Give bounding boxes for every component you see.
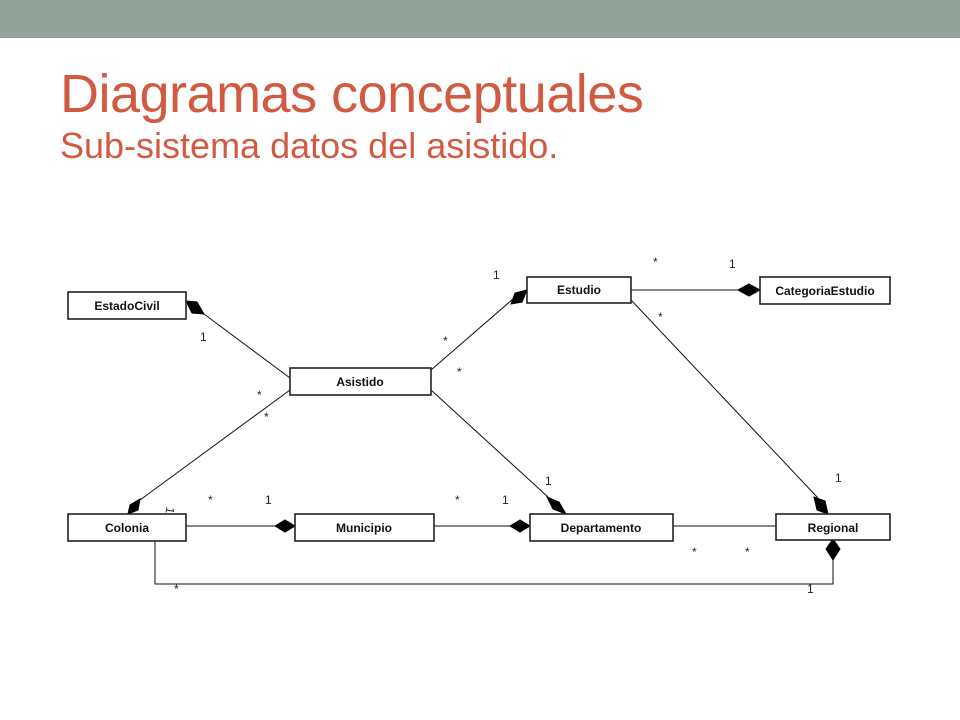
- multiplicity-label: *: [443, 334, 448, 348]
- multiplicity-label: *: [457, 365, 462, 379]
- class-departamento-label: Departamento: [561, 521, 642, 535]
- diamond-regional-estudio-icon: [813, 496, 829, 515]
- diamond-municipio-icon: [274, 519, 296, 533]
- multiplicity-label: *: [208, 493, 213, 507]
- class-regional: Regional: [775, 513, 891, 541]
- multiplicity-label: *: [257, 388, 262, 402]
- connector-asistido-departamento: [430, 389, 549, 498]
- page-title: Diagramas conceptuales: [60, 64, 644, 124]
- multiplicity-label: *: [455, 493, 460, 507]
- multiplicity-label: *: [745, 545, 750, 559]
- class-municipio-label: Municipio: [336, 521, 392, 535]
- multiplicity-label: *: [174, 582, 179, 596]
- diamond-departamento-icon: [509, 519, 531, 533]
- diamond-regional-colonia-icon: [825, 538, 841, 561]
- title-block: Diagramas conceptuales Sub-sistema datos…: [60, 64, 644, 168]
- connector-colonia-regional: [154, 540, 834, 585]
- class-municipio: Municipio: [294, 513, 435, 542]
- class-asistido: Asistido: [289, 367, 432, 396]
- diamond-estudio-asistido-icon: [510, 289, 528, 305]
- multiplicity-label: 1: [835, 471, 842, 485]
- class-categoriaestudio: CategoriaEstudio: [759, 276, 891, 305]
- multiplicity-label: 1: [265, 493, 272, 507]
- connectors: [139, 289, 834, 585]
- page-subtitle: Sub-sistema datos del asistido.: [60, 125, 559, 166]
- class-colonia-label: Colonia: [105, 521, 149, 535]
- multiplicity-label: *: [653, 255, 658, 269]
- diamond-estadocivil-icon: [185, 300, 205, 315]
- connector-asistido-colonia: [139, 389, 291, 501]
- class-colonia: Colonia: [67, 513, 187, 542]
- multiplicity-label: 1: [162, 506, 177, 515]
- class-categoria-label: CategoriaEstudio: [775, 284, 874, 298]
- connector-estadocivil-asistido: [203, 313, 291, 379]
- class-estudio-label: Estudio: [557, 283, 601, 297]
- multiplicity-label: *: [658, 310, 663, 324]
- multiplicity-labels: 1 * 1 * * 1 * * * 1 1 * 1 * 1 1 * * * 1: [162, 255, 842, 596]
- multiplicity-label: *: [692, 545, 697, 559]
- diamond-colonia-icon: [127, 498, 141, 515]
- multiplicity-label: 1: [807, 582, 814, 596]
- class-asistido-label: Asistido: [336, 375, 383, 389]
- connector-estudio-regional: [630, 299, 819, 499]
- diamond-departamento-asistido-icon: [545, 496, 568, 515]
- multiplicity-label: 1: [493, 268, 500, 282]
- multiplicity-label: *: [264, 410, 269, 424]
- aggregation-diamonds: [127, 283, 841, 561]
- diamond-categoria-icon: [736, 283, 762, 297]
- multiplicity-label: 1: [200, 330, 207, 344]
- class-estadocivil-label: EstadoCivil: [94, 299, 159, 313]
- class-estadocivil: EstadoCivil: [67, 291, 187, 320]
- top-bar: [0, 0, 960, 38]
- multiplicity-label: 1: [545, 474, 552, 488]
- class-departamento: Departamento: [529, 513, 674, 542]
- multiplicity-label: 1: [502, 493, 509, 507]
- class-regional-label: Regional: [808, 521, 859, 535]
- connector-asistido-estudio: [430, 298, 514, 371]
- class-estudio: Estudio: [526, 276, 632, 304]
- multiplicity-label: 1: [729, 257, 736, 271]
